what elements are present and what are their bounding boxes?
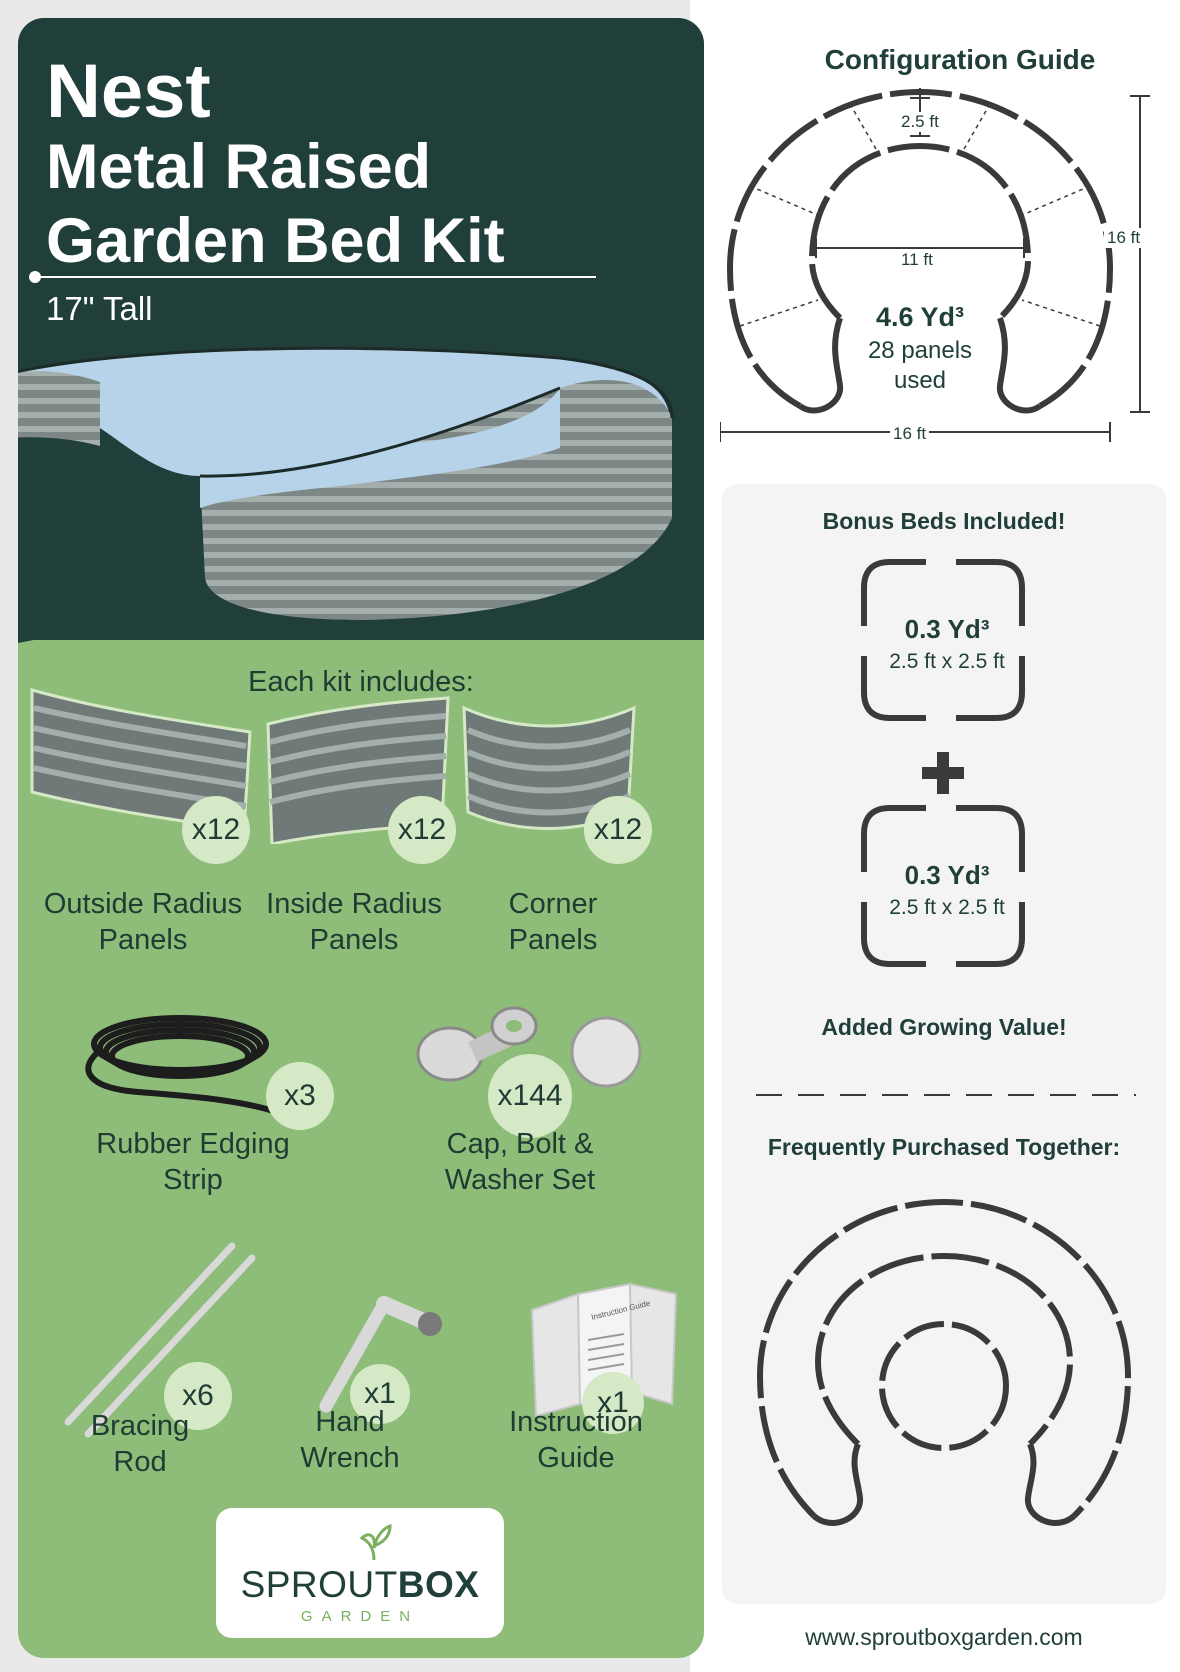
logo-subword: GARDEN [300,1608,420,1625]
config-volume: 4.6 Yd³ [875,302,965,332]
section-divider [756,1094,1136,1096]
dim-height-label: 16 ft [1104,228,1144,248]
frequently-purchased-diagram[interactable] [754,1196,1134,1536]
corner-panel-icon [462,705,636,830]
bonus-bed-1-diagram [861,559,1025,721]
bonus-bed-1-volume: 0.3 Yd³ [904,614,990,644]
bonus-bed-2-dims: 2.5 ft x 2.5 ft [889,896,1005,919]
label-rubber-edging-strip: Rubber Edging Strip [96,1128,290,1196]
label-corner-panels: Corner Panels [508,888,598,956]
plus-icon [922,752,964,794]
config-panels-used: 28 panels used [820,336,1020,396]
product-title-nest: Nest [46,49,211,134]
bracing-rod-icon [64,1242,256,1438]
logo-word-sprout: SPROUT [240,1564,398,1605]
config-panels-line1: 28 panels [867,337,973,364]
bonus-bed-2-diagram [861,805,1025,967]
rubber-strip-icon [85,1015,290,1119]
label-cap-bolt-washer-set: Cap, Bolt & Washer Set [444,1128,596,1196]
dim-gap-label: 2.5 ft [898,112,942,132]
website-url[interactable]: www.sproutboxgarden.com [805,1624,1083,1650]
bonus-bed-2-volume: 0.3 Yd³ [904,860,990,890]
guide-icon: Instruction Guide [530,1282,678,1418]
count-badge-hand-wrench: x1 [350,1364,410,1424]
brand-logo[interactable]: SPROUTBOX GARDEN [216,1508,504,1638]
count-badge-rubber-strip: x3 [266,1062,334,1130]
title-divider [36,276,596,278]
sprout-leaf-icon [359,1523,392,1561]
kit-includes-title: Each kit includes: [248,666,474,698]
count-badge-bolt-set: x144 [488,1054,572,1138]
bonus-panel [722,484,1166,1604]
title-divider-dot [29,271,41,283]
count-badge-corner-panels: x12 [584,796,652,864]
label-inside-radius-panels: Inside Radius Panels [266,888,442,956]
garden-bed-illustration [18,346,674,620]
count-badge-instruction-guide: x1 [582,1372,644,1434]
added-value-text: Added Growing Value! [821,1014,1067,1040]
label-bracing-rod: Bracing Rod [90,1410,190,1478]
dim-width-label: 16 ft [890,424,930,444]
bolt-set-icon [416,1006,642,1088]
config-guide-title: Configuration Guide [824,44,1096,75]
label-instruction-guide: Instruction Guide [509,1406,643,1474]
dim-inner-label: 11 ft [898,250,936,270]
bonus-title: Bonus Beds Included! [822,508,1066,534]
label-outside-radius-panels: Outside Radius Panels [43,888,243,956]
product-title-main: Metal Raised Garden Bed Kit [46,132,505,276]
wrench-icon [319,1296,442,1413]
kit-card: Nest Metal Raised Garden Bed Kit 17" Tal… [18,18,704,1658]
configuration-diagram [720,88,1150,442]
count-badge-outside-panels: x12 [182,796,250,864]
config-panels-line2: used [893,367,947,394]
bonus-bed-1-dims: 2.5 ft x 2.5 ft [889,650,1005,673]
count-badge-bracing-rod: x6 [164,1362,232,1430]
count-badge-inside-panels: x12 [388,796,456,864]
logo-wordmark: SPROUTBOX [216,1564,504,1606]
label-hand-wrench: Hand Wrench [300,1406,400,1474]
frequently-purchased-title: Frequently Purchased Together: [767,1134,1121,1160]
logo-word-box: BOX [397,1564,480,1605]
product-subtitle: 17" Tall [46,290,153,327]
